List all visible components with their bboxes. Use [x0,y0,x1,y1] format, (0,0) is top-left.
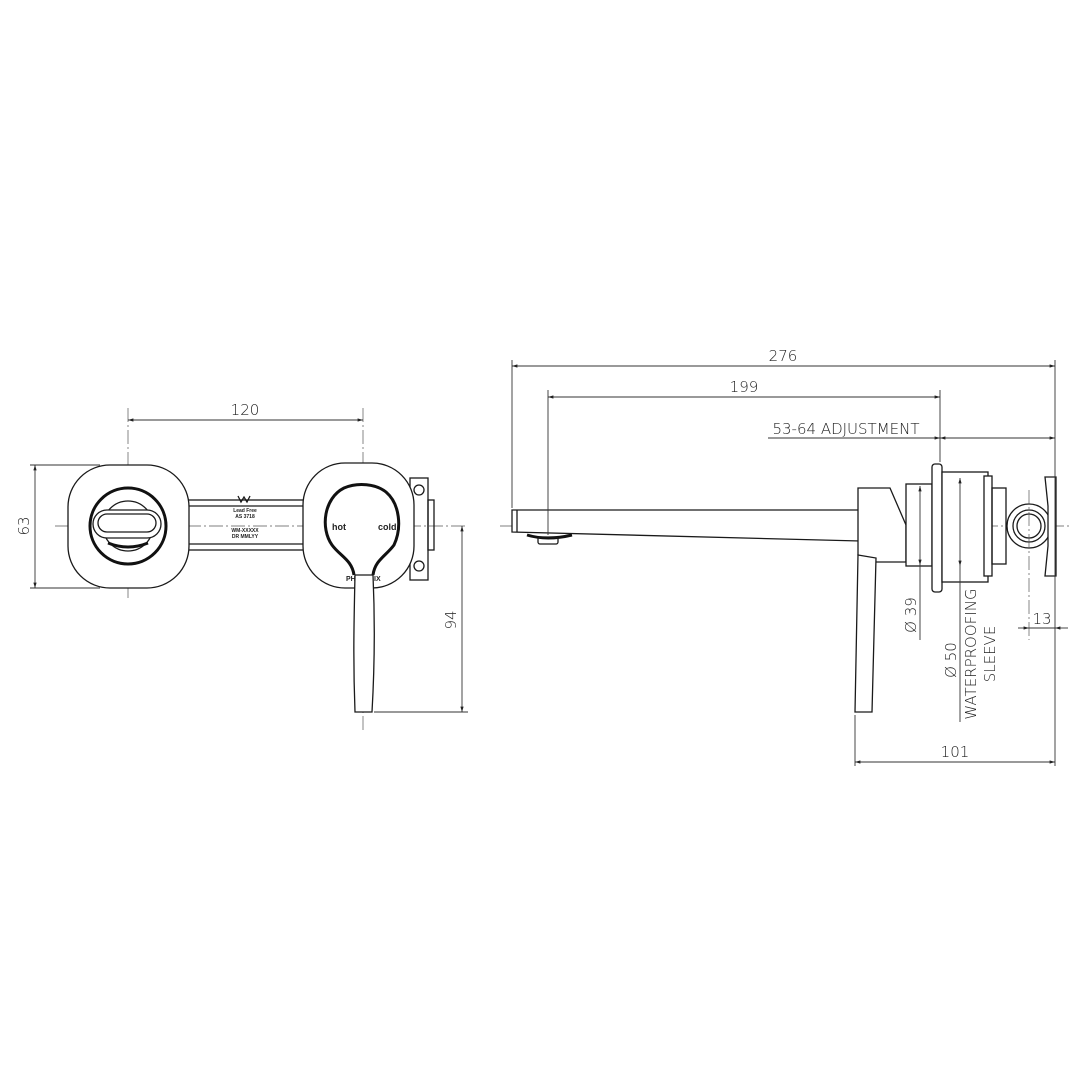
aerator [526,533,573,540]
dimension-63: 63 [15,464,100,589]
dimension-13: 13 [1018,610,1068,630]
sleeve-label: SLEEVE [981,626,999,683]
svg-text:63: 63 [15,516,33,535]
dimension-adjustment: 53-64 ADJUSTMENT [768,420,1055,440]
lever-handle[interactable] [353,574,376,713]
svg-text:101: 101 [941,743,970,761]
spout-plate [67,464,190,589]
cross-connector [1044,476,1057,577]
flange [905,483,933,567]
cover-plate [931,463,943,593]
svg-text:13: 13 [1032,610,1051,628]
lever-ring [323,483,401,576]
svg-text:199: 199 [730,378,759,396]
watermark-logo-icon [237,495,251,504]
svg-text:94: 94 [442,610,460,629]
dimension-199: 199 [548,378,940,399]
stamp-text: WM-XXXXX [231,528,259,534]
hot-label: hot [332,522,346,532]
stamp-text: AS 3718 [235,514,255,520]
dimension-94: 94 [374,526,468,713]
dimension-dia-50: Ø 50 WATERPROOFING SLEEVE [942,478,999,722]
cold-label: cold [378,522,397,532]
svg-text:Ø 50: Ø 50 [942,642,960,678]
side-view: 276 199 53-64 ADJUSTMENT Ø 39 Ø 50 WATER… [500,347,1070,766]
diverter-knob [92,509,162,539]
svg-text:120: 120 [231,401,260,419]
svg-text:Ø 39: Ø 39 [902,597,920,633]
side-lever[interactable] [854,554,877,713]
brand-text: IX [374,576,381,583]
connecting-bar: Lead Free AS 3718 WM-XXXXX DR MMLYY [185,495,307,551]
dimension-276: 276 [512,347,1055,368]
mixer-body [857,487,907,563]
front-view: Lead Free AS 3718 WM-XXXXX DR MMLYY h [15,401,468,730]
dimension-101: 101 [855,743,1055,764]
stamp-text: Lead Free [233,508,257,514]
stamp-text: DR MMLYY [232,534,259,540]
svg-text:53-64 ADJUSTMENT: 53-64 ADJUSTMENT [772,420,919,438]
sleeve-label: WATERPROOFING [962,588,980,719]
brand-text: PH [346,576,356,583]
waterproofing-sleeve [941,471,989,583]
mixer-plate: hot cold PH IX [302,462,415,713]
dimension-dia-39: Ø 39 [902,486,922,640]
dimension-120: 120 [128,401,363,422]
svg-text:276: 276 [769,347,798,365]
